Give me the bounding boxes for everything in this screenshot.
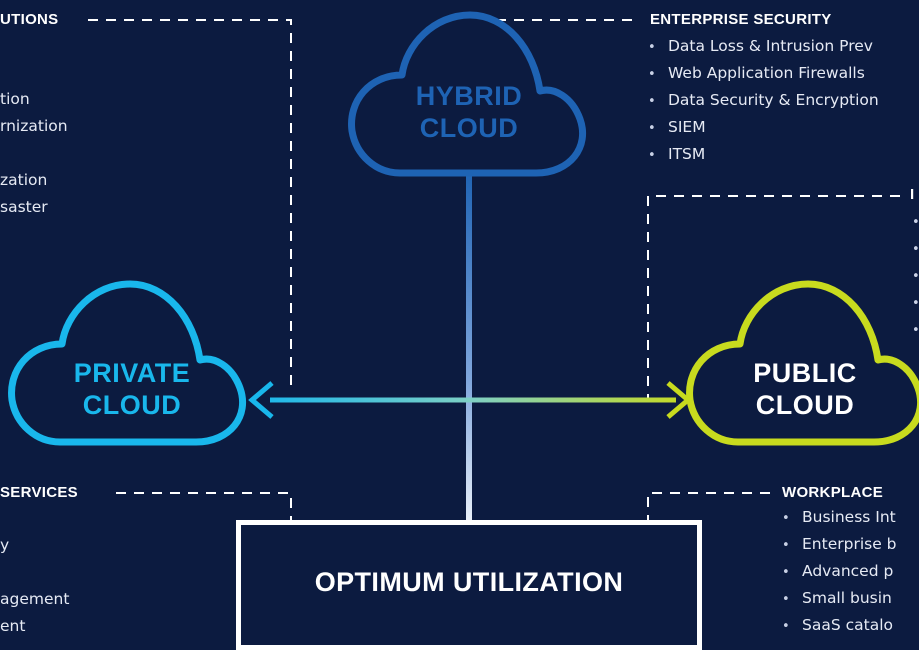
private-cloud-label-line1: PRIVATE — [73, 358, 191, 388]
private-cloud-label: PRIVATE CLOUD — [50, 357, 214, 421]
enterprise-security-heading: ENTERPRISE SECURITY — [648, 11, 832, 28]
dashed-frame-top-left — [88, 19, 292, 392]
bottom-left-list: y agement ent — [0, 532, 69, 640]
enterprise-security-list: •Data Loss & Intrusion Prev •Web Applica… — [648, 33, 879, 168]
private-cloud-label-line2: CLOUD — [82, 390, 182, 420]
bottom-left-heading: SERVICES — [0, 484, 84, 501]
list-item: y — [0, 536, 10, 554]
top-left-list: tion rnization zation saster — [0, 86, 68, 221]
list-item: tion — [0, 90, 30, 108]
list-item: ent — [0, 617, 26, 635]
list-item: • — [912, 242, 919, 257]
hybrid-cloud-label: HYBRID CLOUD — [388, 80, 550, 144]
hybrid-cloud-icon — [348, 11, 587, 177]
connector-lines — [8, 11, 919, 550]
private-cloud-icon — [8, 280, 247, 446]
top-left-heading: UTIONS — [0, 11, 65, 28]
list-item: • — [912, 296, 919, 311]
list-item: agement — [0, 590, 70, 608]
list-item: • — [912, 269, 919, 284]
list-item: •Data Loss & Intrusion Prev — [648, 37, 873, 55]
list-item: •Small busin — [782, 589, 892, 607]
list-item: •Advanced p — [782, 562, 894, 580]
hybrid-cloud-label-line1: HYBRID — [415, 81, 523, 111]
arrowhead-left — [248, 381, 274, 419]
public-cloud-label-line1: PUBLIC — [753, 358, 857, 388]
list-item: • — [912, 323, 919, 338]
right-middle-heading: I — [910, 186, 915, 203]
list-item: •SaaS catalo — [782, 616, 893, 634]
list-item: •Business Int — [782, 508, 896, 526]
workplace-list: •Business Int •Enterprise b •Advanced p … — [782, 504, 897, 639]
dashed-frame-bottom-left — [116, 492, 292, 522]
optimum-utilization-box: OPTIMUM UTILIZATION — [236, 520, 702, 650]
list-item: •SIEM — [648, 118, 706, 136]
public-cloud-icon — [686, 280, 919, 446]
optimum-utilization-title: OPTIMUM UTILIZATION — [314, 567, 624, 597]
dashed-frame-right-middle — [647, 195, 900, 400]
list-item: rnization — [0, 117, 68, 135]
list-item: •ITSM — [648, 145, 706, 163]
workplace-heading: WORKPLACE — [776, 484, 884, 501]
list-item: •Enterprise b — [782, 535, 897, 553]
hybrid-cloud-label-line2: CLOUD — [419, 113, 519, 143]
list-item: •Web Application Firewalls — [648, 64, 865, 82]
public-cloud-label-line2: CLOUD — [755, 390, 855, 420]
list-item: •Data Security & Encryption — [648, 91, 879, 109]
public-cloud-label: PUBLIC CLOUD — [730, 357, 880, 421]
list-item: saster — [0, 198, 48, 216]
right-middle-bullets: • • • • • — [912, 208, 919, 343]
dashed-frame-bottom-right — [647, 492, 770, 522]
list-item: • — [912, 215, 919, 230]
list-item: zation — [0, 171, 48, 189]
